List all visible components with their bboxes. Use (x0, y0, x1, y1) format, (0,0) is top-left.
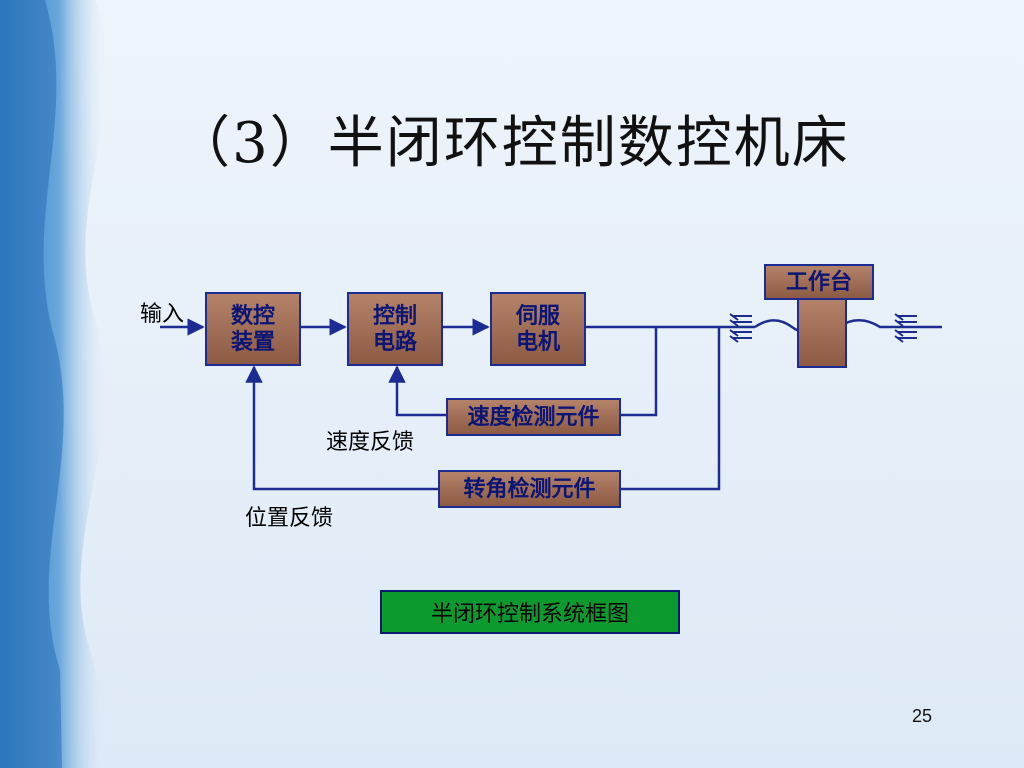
decorative-side-band (0, 0, 108, 768)
worktable-block: 工作台 (764, 264, 874, 300)
slide-title: （3）半闭环控制数控机床 (174, 111, 850, 176)
speed-feedback-label: 速度反馈 (326, 430, 415, 455)
cnc-device-block: 数控 装置 (205, 292, 301, 366)
bearing-left-icon (729, 313, 752, 343)
worktable-nut-block (797, 296, 847, 368)
speed-feedback-return (388, 365, 447, 417)
page-number: 25 (912, 706, 933, 726)
bearing-right-icon (894, 313, 917, 343)
position-feedback-label: 位置反馈 (245, 506, 334, 531)
control-circuit-block: 控制 电路 (347, 292, 443, 366)
servo-motor-block: 伺服 电机 (490, 292, 586, 366)
position-feedback-return (245, 365, 440, 491)
angle-sensor-block: 转角检测元件 (438, 470, 621, 508)
input-label: 输入 (140, 302, 185, 327)
speed-feedback-path (619, 327, 658, 417)
diagram-caption: 半闭环控制系统框图 (380, 590, 680, 634)
speed-sensor-block: 速度检测元件 (446, 398, 621, 436)
position-feedback-path (619, 327, 721, 491)
